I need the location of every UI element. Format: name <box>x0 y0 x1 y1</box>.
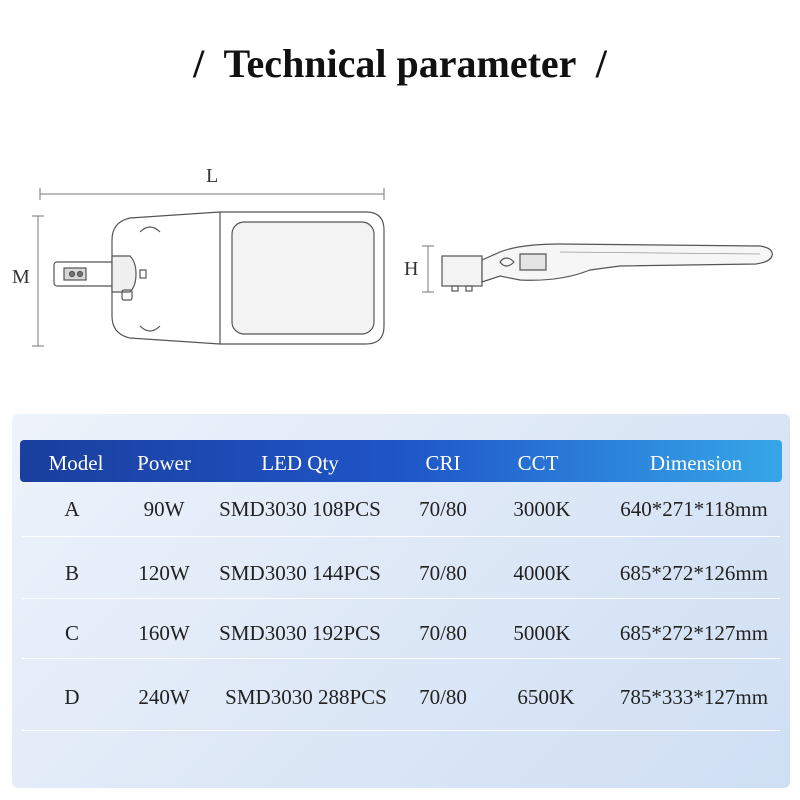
header-cct: CCT <box>517 451 559 475</box>
product-drawing <box>32 188 773 347</box>
height-label: H <box>404 258 419 280</box>
row-c-led-qty: SMD3030 192PCS <box>219 621 381 645</box>
header-power: Power <box>137 451 191 475</box>
row-a-led-qty: SMD3030 108PCS <box>219 497 381 521</box>
row-d-model: D <box>64 685 80 709</box>
row-divider <box>22 658 780 659</box>
row-b-dimension: 685*272*126mm <box>619 561 769 585</box>
page-title: / Technical parameter / <box>193 41 607 86</box>
header-dimension: Dimension <box>649 451 743 475</box>
row-c-cct: 5000K <box>513 621 571 645</box>
row-b-cri: 70/80 <box>419 561 467 585</box>
row-a-cct: 3000K <box>513 497 571 521</box>
row-a-cri: 70/80 <box>419 497 467 521</box>
header-cri: CRI <box>425 451 461 475</box>
row-c-dimension: 685*272*127mm <box>619 621 769 645</box>
row-c-cri: 70/80 <box>419 621 467 645</box>
row-divider <box>22 598 780 599</box>
row-a-power: 90W <box>143 497 185 521</box>
row-d-cri: 70/80 <box>419 685 467 709</box>
row-a-dimension: 640*271*118mm <box>620 497 768 521</box>
row-b-cct: 4000K <box>513 561 571 585</box>
row-d-led-qty: SMD3030 288PCS <box>225 685 387 709</box>
row-c-model: C <box>64 621 79 645</box>
row-divider <box>22 730 780 731</box>
row-c-power: 160W <box>138 621 190 645</box>
header-model: Model <box>48 451 104 475</box>
row-divider <box>22 536 780 537</box>
row-d-dimension: 785*333*127mm <box>619 685 769 709</box>
header-led-qty: LED Qty <box>261 451 339 475</box>
length-label: L <box>206 165 219 187</box>
row-d-power: 240W <box>138 685 190 709</box>
row-b-led-qty: SMD3030 144PCS <box>219 561 381 585</box>
row-a-model: A <box>64 497 80 521</box>
spec-table-header <box>20 440 782 482</box>
row-d-cct: 6500K <box>517 685 575 709</box>
row-b-model: B <box>64 561 79 585</box>
width-label: M <box>12 266 30 288</box>
row-b-power: 120W <box>138 561 190 585</box>
